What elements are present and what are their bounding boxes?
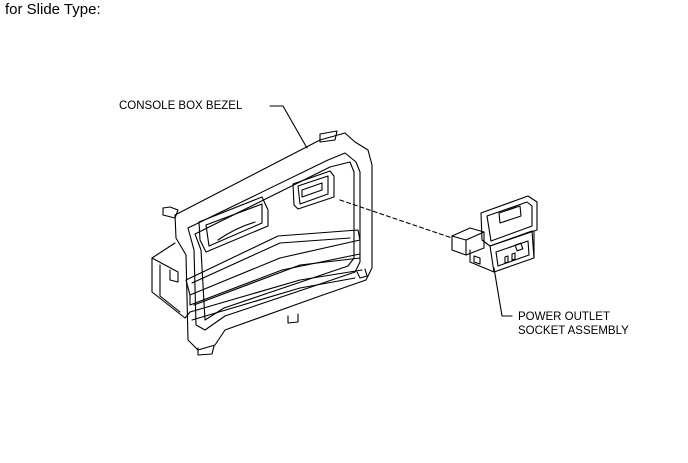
power-outlet-socket-label: POWER OUTLET SOCKET ASSEMBLY (518, 310, 629, 338)
power-outlet-socket-label-line1: POWER OUTLET (518, 311, 611, 323)
bezel-leader-line (269, 105, 308, 149)
page-heading: for Slide Type: (5, 1, 101, 18)
console-box-bezel-label: CONSOLE BOX BEZEL (119, 100, 243, 112)
power-outlet-socket-assembly (451, 195, 538, 273)
socket-leader-line (493, 267, 513, 317)
power-outlet-socket-label-line2: SOCKET ASSEMBLY (518, 325, 629, 337)
console-box-bezel (151, 130, 373, 356)
alignment-dashed-line (339, 199, 453, 239)
